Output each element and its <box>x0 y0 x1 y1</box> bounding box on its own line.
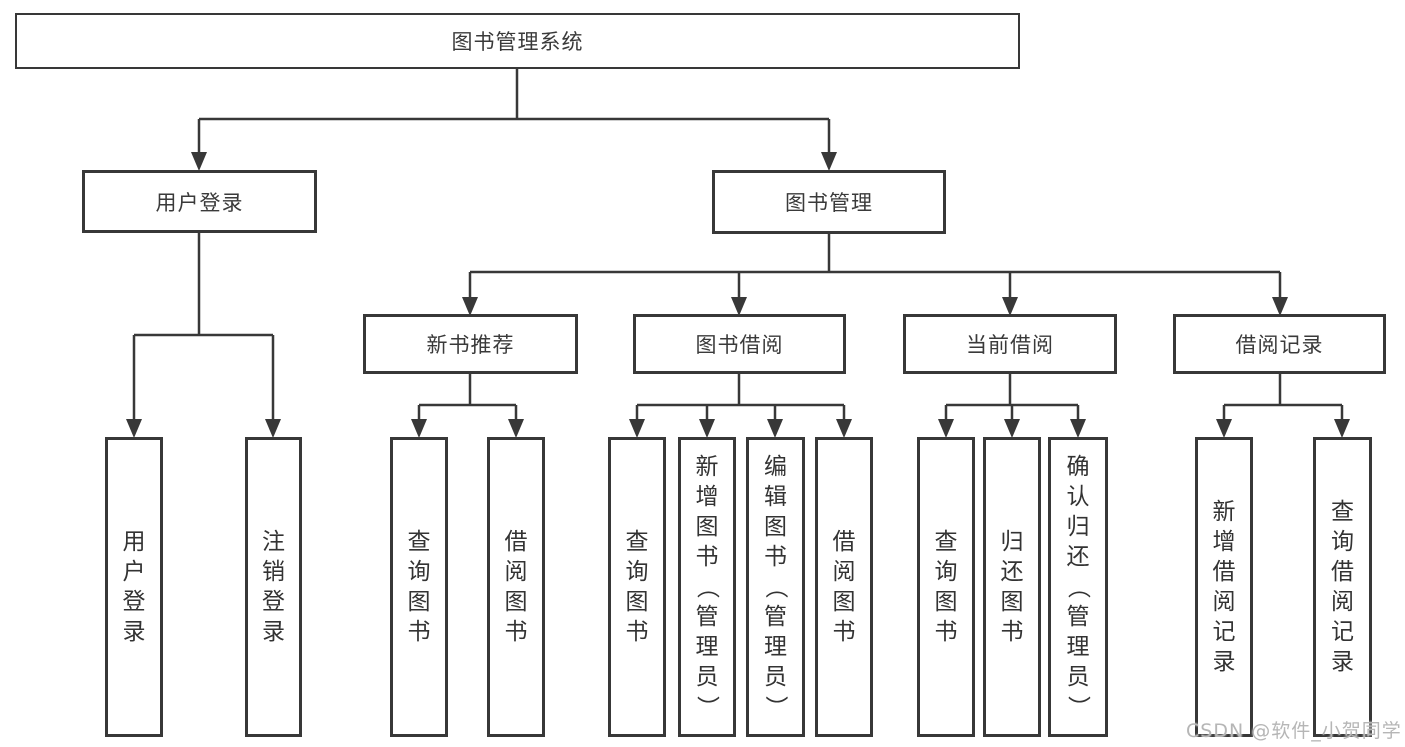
leaf-cb-return-books: 归还图书 <box>983 437 1041 737</box>
csdn-watermark: CSDN @软件_小贺同学 <box>1186 720 1402 742</box>
leaf-label: 注销登录 <box>262 529 285 645</box>
node-book-management: 图书管理 <box>712 170 946 234</box>
leaf-br-add-record: 新增借阅记录 <box>1195 437 1253 737</box>
leaf-bb-query-books: 查询图书 <box>608 437 666 737</box>
leaf-label: 归还图书 <box>1000 529 1024 645</box>
node-label: 当前借阅 <box>966 333 1054 357</box>
leaf-nbr-query-books: 查询图书 <box>390 437 448 737</box>
node-current-borrow: 当前借阅 <box>903 314 1117 374</box>
leaf-label: 借阅图书 <box>832 529 856 645</box>
leaf-label: 借阅图书 <box>504 529 528 645</box>
node-user-login: 用户登录 <box>82 170 317 233</box>
node-label: 图书借阅 <box>695 333 784 357</box>
connector-root <box>197 69 831 154</box>
leaf-user-login: 用户登录 <box>105 437 163 737</box>
connector-borrow-records <box>1222 374 1344 421</box>
node-label: 用户登录 <box>155 190 244 215</box>
leaf-nbr-borrow-books: 借阅图书 <box>487 437 545 737</box>
connector-current-borrow <box>944 374 1080 421</box>
node-system-root: 图书管理系统 <box>15 13 1020 69</box>
node-book-borrow: 图书借阅 <box>633 314 846 374</box>
leaf-bb-borrow-books: 借阅图书 <box>815 437 873 737</box>
connector-user-login <box>132 233 275 421</box>
leaf-bb-edit-books-admin: 编辑图书（管理员） <box>746 437 805 737</box>
leaf-br-query-record: 查询借阅记录 <box>1313 437 1372 737</box>
leaf-label: 确认归还（管理员） <box>1065 454 1091 719</box>
leaf-label: 新增图书（管理员） <box>694 454 720 719</box>
leaf-label: 查询图书 <box>407 529 431 645</box>
leaf-logout: 注销登录 <box>245 437 302 737</box>
connector-book-management <box>468 234 1282 299</box>
leaf-label: 查询图书 <box>625 529 649 645</box>
node-label: 图书管理系统 <box>451 30 584 54</box>
leaf-label: 查询借阅记录 <box>1331 499 1354 675</box>
connector-new-book-recommend <box>417 374 518 421</box>
leaf-label: 新增借阅记录 <box>1212 499 1236 675</box>
leaf-cb-query-books: 查询图书 <box>917 437 975 737</box>
leaf-label: 编辑图书（管理员） <box>762 454 789 719</box>
leaf-bb-add-books-admin: 新增图书（管理员） <box>678 437 736 737</box>
leaf-label: 查询图书 <box>934 529 958 645</box>
node-new-book-recommend: 新书推荐 <box>363 314 578 374</box>
leaf-label: 用户登录 <box>122 529 146 645</box>
leaf-cb-confirm-return-admin: 确认归还（管理员） <box>1048 437 1108 737</box>
connector-book-borrow <box>635 374 846 421</box>
node-label: 借阅记录 <box>1235 333 1324 357</box>
arrowheads <box>126 152 1350 438</box>
node-borrow-records: 借阅记录 <box>1173 314 1386 374</box>
node-label: 图书管理 <box>785 191 873 215</box>
node-label: 新书推荐 <box>426 333 515 357</box>
